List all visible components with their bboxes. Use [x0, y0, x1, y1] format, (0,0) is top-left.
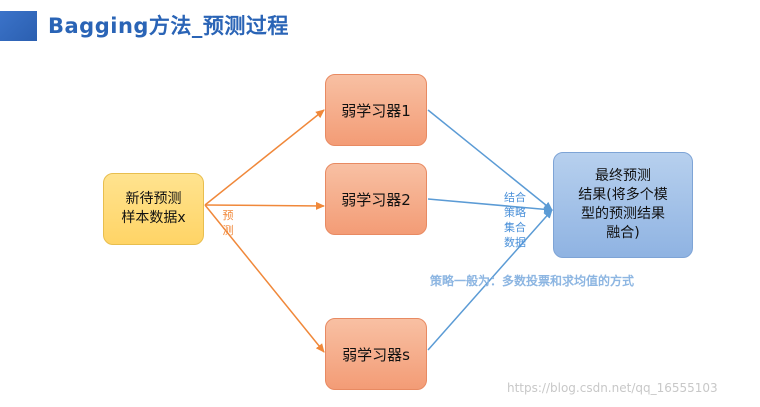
watermark: https://blog.csdn.net/qq_16555103	[507, 381, 718, 395]
combine-label-line-4: 数据	[504, 236, 526, 249]
combine-label: 结合 策略 集合 数据	[502, 190, 528, 250]
combine-label-line-3: 集合	[504, 221, 526, 234]
weak-learner-s: 弱学习器s	[325, 318, 427, 390]
predict-label-char-1: 预	[222, 209, 234, 222]
input-sample-box: 新待预测 样本数据x	[103, 173, 204, 245]
weak-learner-s-label: 弱学习器s	[342, 345, 410, 364]
weak-learner-2-label: 弱学习器2	[341, 190, 411, 209]
combine-label-line-2: 策略	[504, 206, 526, 219]
weak-learner-2: 弱学习器2	[325, 163, 427, 235]
slide-title: Bagging方法_预测过程	[48, 14, 289, 38]
final-line-3: 型的预测结果	[581, 206, 665, 222]
final-line-2: 结果(将多个模	[578, 187, 668, 203]
weak-learner-1-label: 弱学习器1	[341, 101, 411, 120]
final-result-box: 最终预测 结果(将多个模 型的预测结果 融合)	[553, 152, 693, 258]
combine-label-line-1: 结合	[504, 191, 526, 204]
input-line-2: 样本数据x	[121, 210, 186, 226]
predict-arrow-1	[204, 109, 325, 206]
final-line-4: 融合)	[606, 225, 640, 241]
final-line-1: 最终预测	[595, 168, 651, 184]
combine-arrow-1	[427, 109, 553, 211]
predict-label-char-2: 测	[222, 224, 234, 237]
combine-arrow-2	[427, 198, 553, 214]
predict-arrow-s	[204, 204, 325, 353]
predict-arrow-2	[204, 201, 325, 210]
input-line-1: 新待预测	[125, 191, 182, 207]
strategy-note: 策略一般为：多数投票和求均值的方式	[430, 274, 635, 288]
predict-label: 预 测	[221, 208, 235, 238]
combine-arrow-s	[427, 209, 553, 351]
weak-learner-1: 弱学习器1	[325, 74, 427, 146]
title-accent-bar	[0, 11, 37, 41]
